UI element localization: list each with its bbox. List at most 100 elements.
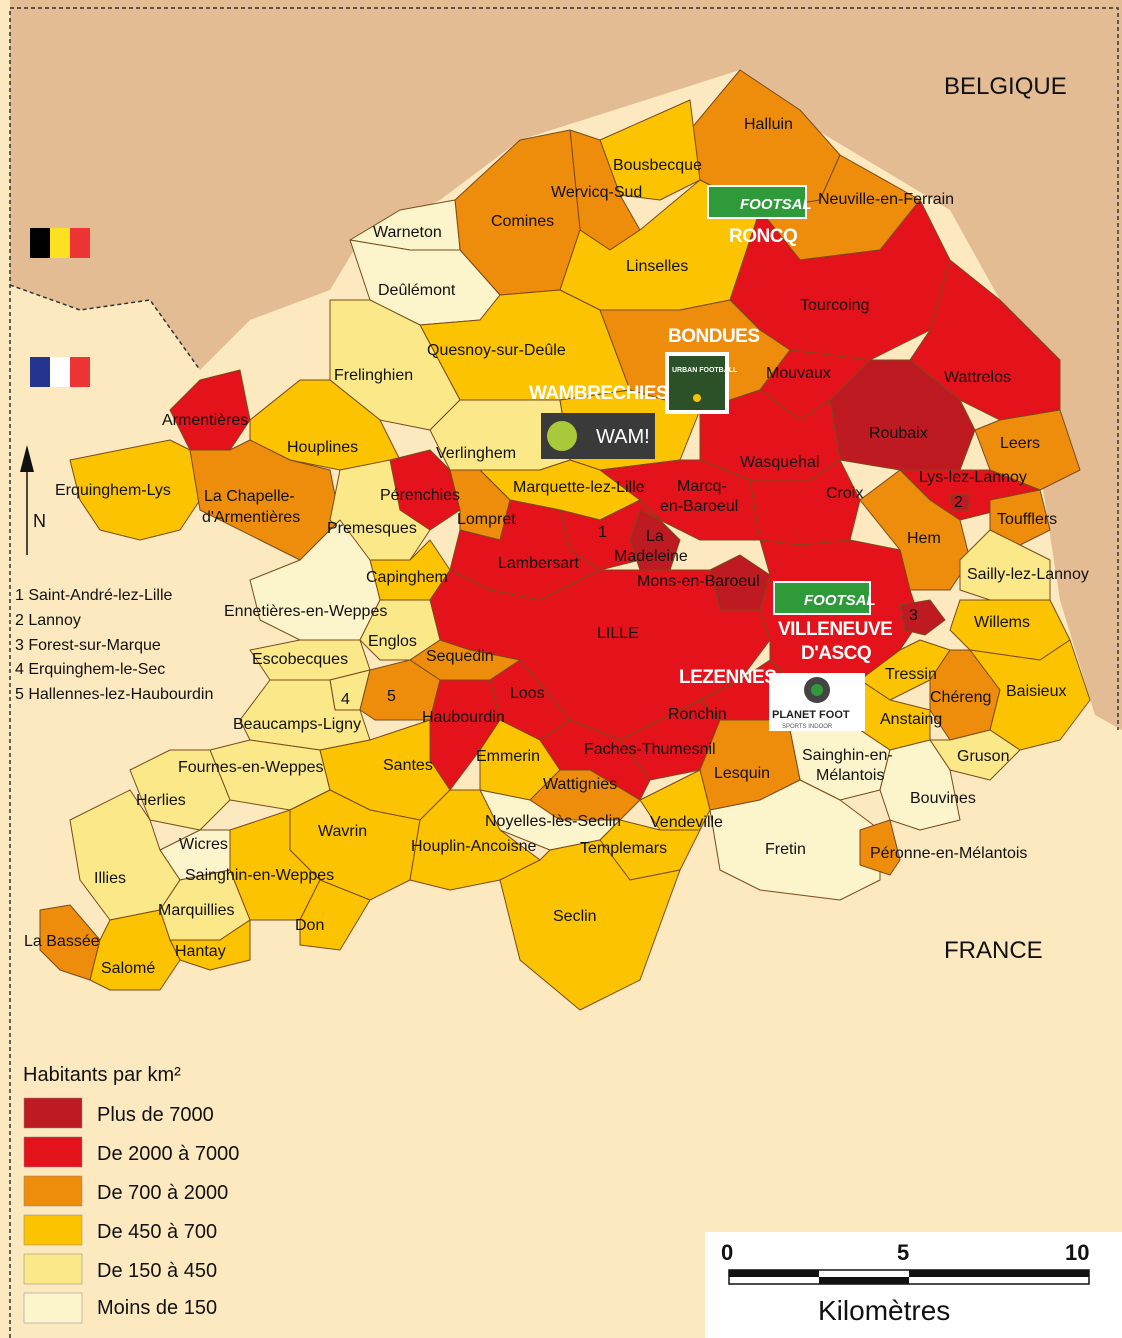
area-forest — [899, 599, 946, 636]
label-mons: Mons-en-Baroeul — [637, 573, 760, 590]
scale-tick-10: 10 — [1065, 1240, 1089, 1265]
label-marcq-2: en-Baroeul — [660, 498, 738, 515]
label-wattrelos: Wattrelos — [944, 369, 1011, 386]
legend: Habitants par km² Plus de 7000 De 2000 à… — [23, 1064, 239, 1324]
label-haubourdin: Haubourdin — [422, 709, 505, 726]
label-seclin: Seclin — [553, 908, 597, 925]
label-wicres: Wicres — [179, 836, 228, 853]
label-hem: Hem — [907, 530, 941, 547]
label-halluin: Halluin — [744, 116, 793, 133]
label-sequedin: Sequedin — [426, 648, 494, 665]
label-bassee: La Bassée — [24, 933, 100, 950]
scale-unit: Kilomètres — [818, 1295, 950, 1326]
footsal-logo-text: FOOTSAL — [740, 196, 812, 213]
club-name-lezennes: LEZENNES — [679, 667, 776, 688]
label-madeleine-2: Madeleine — [614, 548, 688, 565]
label-templemars: Templemars — [580, 840, 667, 857]
label-beaucamps: Beaucamps-Ligny — [233, 716, 361, 733]
marker-4: 4 — [341, 691, 350, 708]
commune-labels: Halluin Bousbecque Wervicq-Sud Comines N… — [24, 116, 1089, 977]
label-faches: Faches-Thumesnil — [584, 741, 716, 758]
legend-label: Plus de 7000 — [97, 1104, 214, 1126]
marker-2: 2 — [954, 494, 963, 511]
north-label: N — [33, 511, 46, 531]
label-wasquehal: Wasquehal — [740, 454, 819, 471]
label-verlinghem: Verlinghem — [436, 445, 516, 462]
marker-5: 5 — [387, 688, 396, 705]
legend-title: Habitants par km² — [23, 1064, 181, 1086]
label-leers: Leers — [1000, 435, 1040, 452]
country-france: FRANCE — [944, 937, 1043, 964]
numbered-commune-5: 5 Hallennes-lez-Haubourdin — [15, 686, 213, 703]
legend-label: De 700 à 2000 — [97, 1182, 228, 1204]
numbered-commune-2: 2 Lannoy — [15, 612, 81, 629]
label-englos: Englos — [368, 633, 417, 650]
legend-item: Moins de 150 — [23, 1292, 217, 1324]
area-lannoy — [949, 494, 971, 511]
label-croix: Croix — [826, 485, 863, 502]
label-gruson: Gruson — [957, 748, 1009, 765]
wam-logo-text: WAM! — [596, 426, 650, 448]
planet-foot-logo-text: PLANET FOOT — [772, 709, 850, 721]
label-loos: Loos — [510, 685, 545, 702]
label-toufflers: Toufflers — [997, 511, 1057, 528]
legend-item: De 700 à 2000 — [23, 1175, 228, 1207]
club-name-villeneuve-2: D'ASCQ — [801, 643, 871, 664]
legend-item: De 2000 à 7000 — [23, 1136, 239, 1168]
numbered-commune-3: 3 Forest-sur-Marque — [15, 637, 161, 654]
numbered-markers: 1 2 3 4 5 — [341, 494, 963, 708]
label-lambersart: Lambersart — [498, 555, 579, 572]
numbered-commune-1: 1 Saint-André-lez-Lille — [15, 587, 173, 604]
area-erquinghem-lys — [69, 439, 201, 541]
label-tourcoing: Tourcoing — [800, 297, 869, 314]
label-fretin: Fretin — [765, 841, 806, 858]
label-wattignies: Wattignies — [543, 776, 617, 793]
numbered-communes-list: 1 Saint-André-lez-Lille 2 Lannoy 3 Fores… — [15, 587, 213, 703]
area-salome — [89, 909, 181, 991]
label-don: Don — [295, 917, 324, 934]
area-toufflers — [989, 489, 1051, 546]
club-bondues: BONDUES URBAN FOOTBALL — [665, 326, 760, 414]
country-belgique: BELGIQUE — [944, 73, 1067, 100]
label-ronchin: Ronchin — [668, 706, 727, 723]
label-marquette: Marquette-lez-Lille — [513, 479, 645, 496]
label-lompret: Lompret — [457, 511, 516, 528]
label-herlies: Herlies — [136, 792, 186, 809]
label-linselles: Linselles — [626, 258, 688, 275]
label-frelinghien: Frelinghien — [334, 367, 413, 384]
legend-item: De 450 à 700 — [23, 1214, 217, 1246]
label-santes: Santes — [383, 757, 433, 774]
belgium-background — [10, 0, 1122, 730]
label-tressin: Tressin — [885, 666, 937, 683]
legend-swatch — [23, 1253, 83, 1285]
label-houplin: Houplin-Ancoisne — [411, 838, 537, 855]
label-warneton: Warneton — [373, 224, 442, 241]
legend-swatch — [23, 1136, 83, 1168]
area-houplin — [409, 789, 541, 891]
club-name-roncq: RONCQ — [729, 226, 797, 247]
label-perenchies: Pérenchies — [380, 487, 460, 504]
label-premesques: Premesques — [327, 520, 417, 537]
communes — [39, 69, 1091, 1011]
legend-label: De 450 à 700 — [97, 1221, 217, 1243]
label-anstaing: Anstaing — [880, 711, 942, 728]
label-emmerin: Emmerin — [476, 748, 540, 765]
label-chapelle-1: La Chapelle- — [204, 488, 295, 505]
label-willems: Willems — [974, 614, 1030, 631]
label-salome: Salomé — [101, 960, 155, 977]
label-peronne: Péronne-en-Mélantois — [870, 845, 1027, 862]
label-neuville: Neuville-en-Ferrain — [818, 191, 954, 208]
area-seclin — [499, 839, 681, 1011]
legend-label: De 2000 à 7000 — [97, 1143, 239, 1165]
legend-item: Plus de 7000 — [23, 1097, 214, 1129]
label-ennetieres: Ennetières-en-Weppes — [224, 603, 387, 620]
club-roncq: FOOTSAL RONCQ — [707, 185, 812, 247]
legend-swatch — [23, 1292, 83, 1324]
label-madeleine-1: La — [646, 528, 664, 545]
label-houplines: Houplines — [287, 439, 358, 456]
legend-item: De 150 à 450 — [23, 1253, 217, 1285]
label-sainghin-w: Sainghin-en-Weppes — [185, 867, 334, 884]
scale-tick-0: 0 — [721, 1240, 733, 1265]
label-bousbecque: Bousbecque — [613, 157, 702, 174]
label-sainghin-m-1: Sainghin-en- — [802, 747, 893, 764]
